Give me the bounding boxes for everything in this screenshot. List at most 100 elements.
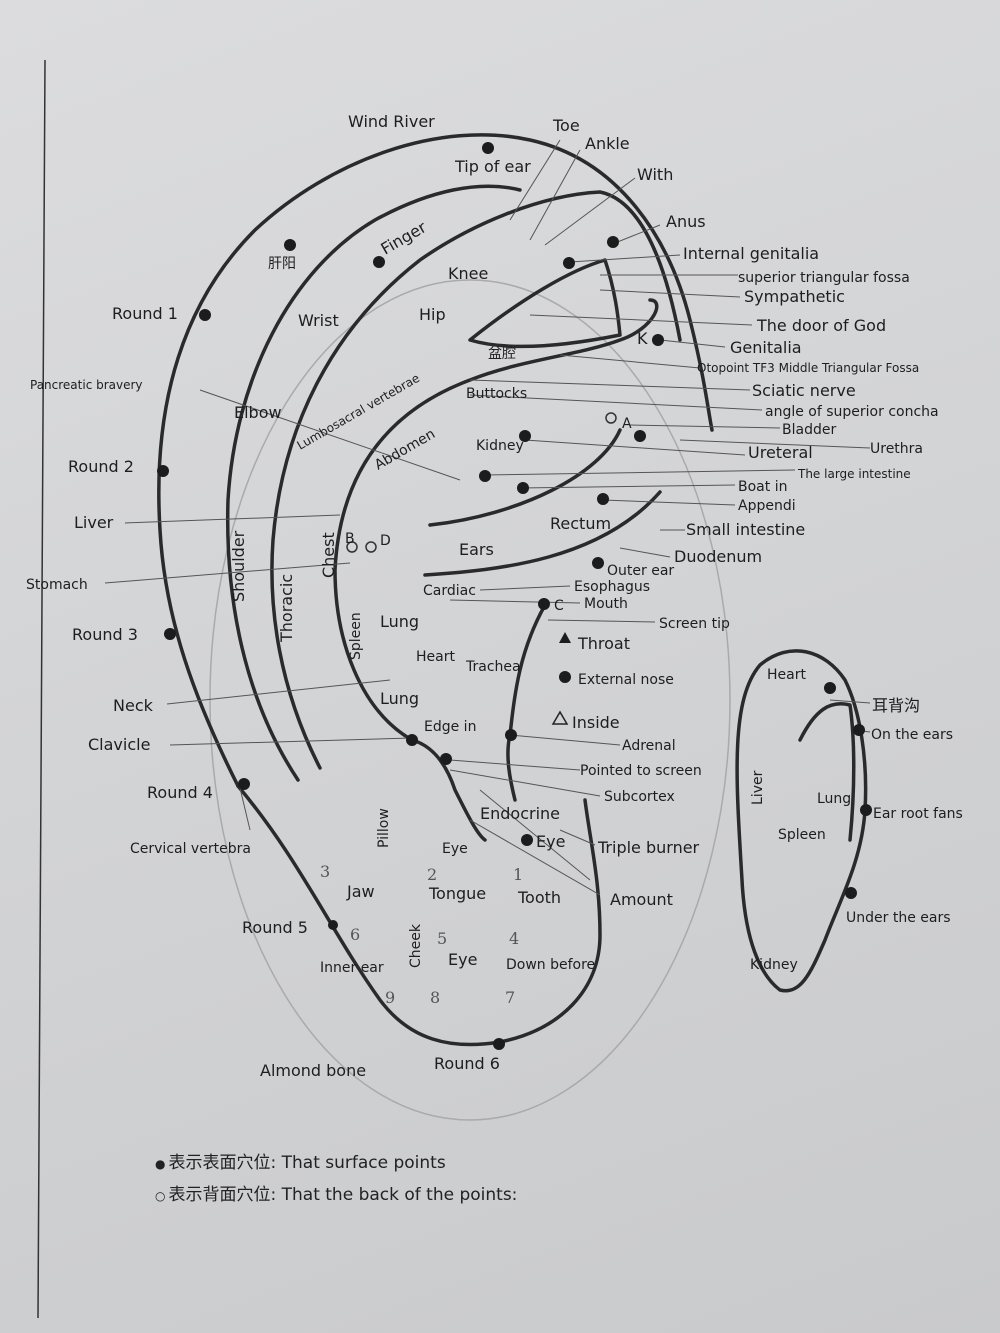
label-pointed-screen: Pointed to screen (580, 763, 702, 779)
back-label-heart: Heart (767, 667, 806, 683)
surface-points (157, 142, 872, 1050)
legend-back-points: ○表示背面穴位: That the back of the points: (155, 1180, 517, 1212)
label-kidney: Kidney (476, 438, 524, 454)
back-label-cn-groove: 耳背沟 (872, 696, 920, 715)
legend: ●表示表面穴位: That surface points ○表示背面穴位: Th… (155, 1148, 517, 1212)
label-finger: Finger (378, 217, 430, 258)
label-trachea: Trachea (465, 659, 521, 675)
label-edge-in: Edge in (424, 719, 476, 735)
label-abdomen: Abdomen (372, 426, 438, 473)
concha-outer-curve (333, 298, 659, 742)
label-ankle: Ankle (585, 134, 630, 153)
label-bladder: Bladder (782, 422, 836, 438)
label-tongue: Tongue (428, 884, 486, 903)
label-hip: Hip (419, 305, 446, 324)
grid-number-8: 8 (430, 988, 440, 1007)
label-liver: Liver (74, 513, 114, 532)
label-rectum: Rectum (550, 514, 611, 533)
label-round-1: Round 1 (112, 304, 178, 323)
antihelix-inner-curve (270, 190, 682, 770)
letter-k: K (637, 329, 648, 348)
label-amount: Amount (610, 890, 673, 909)
label-inside: Inside (572, 713, 620, 732)
label-door-of-god: The door of God (756, 316, 886, 335)
label-down-before: Down before (506, 957, 595, 973)
label-spleen: Spleen (348, 612, 364, 660)
back-label-ear-root-fans: Ear root fans (873, 806, 963, 822)
label-ureteral: Ureteral (748, 443, 813, 462)
concha-boat-curve (428, 428, 622, 527)
grid-number-3: 3 (320, 862, 330, 881)
inside-triangle-marker (551, 710, 569, 725)
concha-cavity-curve (423, 490, 662, 577)
label-cheek: Cheek (408, 923, 424, 968)
letter-c: C (554, 598, 564, 614)
label-jaw: Jaw (346, 882, 375, 901)
label-angle-concha: angle of superior concha (765, 404, 939, 420)
label-buttocks: Buttocks (466, 386, 527, 402)
label-clavicle: Clavicle (88, 735, 150, 754)
label-throat: Throat (577, 634, 630, 653)
label-inner-ear: Inner ear (320, 960, 384, 976)
ear-labels: Wind River Toe Ankle Tip of ear With Anu… (26, 112, 939, 1080)
open-dot-icon: ○ (155, 1189, 166, 1203)
back-label-liver: Liver (750, 770, 766, 805)
grid-number-5: 5 (437, 929, 447, 948)
label-duodenum: Duodenum (674, 547, 762, 566)
label-superior-triangular-fossa: superior triangular fossa (738, 270, 910, 286)
label-ears: Ears (459, 540, 494, 559)
label-triple-burner: Triple burner (597, 838, 700, 857)
label-cardiac: Cardiac (423, 583, 476, 599)
label-chest: Chest (319, 532, 338, 578)
triangular-fossa-upper (468, 258, 622, 349)
label-sciatic: Sciatic nerve (752, 381, 856, 400)
label-eye-3: Eye (448, 950, 477, 969)
label-cn-pelvis: 盆腔 (488, 346, 516, 362)
label-toe: Toe (552, 116, 580, 135)
label-screen-tip: Screen tip (659, 616, 730, 632)
label-shoulder: Shoulder (229, 530, 248, 602)
label-eye-2: Eye (536, 832, 565, 851)
antihelix-outer-curve (225, 184, 522, 782)
label-cervical: Cervical vertebra (130, 841, 251, 857)
label-boat-in: Boat in (738, 479, 787, 495)
back-label-lung: Lung (817, 791, 851, 807)
label-round-2: Round 2 (68, 457, 134, 476)
grid-number-7: 7 (505, 988, 515, 1007)
label-tip-of-ear: Tip of ear (454, 157, 531, 176)
legend-surface-en: : That surface points (270, 1153, 446, 1173)
label-neck: Neck (113, 696, 154, 715)
label-urethra: Urethra (870, 441, 923, 457)
label-lung-1: Lung (380, 612, 419, 631)
label-appendi: Appendi (738, 498, 796, 514)
grid-number-2: 2 (427, 865, 437, 884)
label-pancreatic: Pancreatic bravery (30, 378, 143, 392)
label-elbow: Elbow (234, 403, 282, 422)
back-points (346, 412, 617, 553)
label-lung-2: Lung (380, 689, 419, 708)
letter-a: A (622, 416, 632, 432)
label-internal-genitalia: Internal genitalia (683, 244, 819, 263)
back-label-on-the-ears: On the ears (871, 727, 953, 743)
label-round-5: Round 5 (242, 918, 308, 937)
label-eye-1: Eye (442, 841, 468, 857)
label-with: With (637, 165, 673, 184)
back-label-under-the-ears: Under the ears (846, 910, 951, 926)
legend-back-en: : That the back of the points: (270, 1185, 518, 1205)
grid-number-9: 9 (385, 988, 395, 1007)
label-mouth: Mouth (584, 596, 628, 612)
label-anus: Anus (666, 212, 706, 231)
label-tooth: Tooth (517, 888, 561, 907)
label-knee: Knee (448, 264, 488, 283)
grid-number-6: 6 (350, 925, 360, 944)
label-small-intestine: Small intestine (686, 520, 805, 539)
label-round-4: Round 4 (147, 783, 213, 802)
grid-number-4: 4 (509, 929, 519, 948)
label-pillow: Pillow (376, 808, 392, 848)
label-outer-ear: Outer ear (607, 563, 674, 579)
label-wind-river: Wind River (348, 112, 435, 131)
throat-triangle-marker (559, 632, 571, 643)
legend-back-cn: 表示背面穴位 (168, 1185, 271, 1205)
intertragic-curve (410, 738, 487, 842)
